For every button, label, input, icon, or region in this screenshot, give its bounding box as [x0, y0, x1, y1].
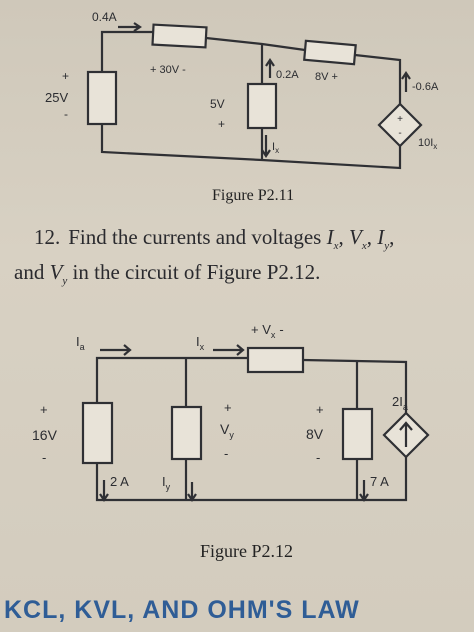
- p2-11-label-10ix: 10Ix: [418, 137, 437, 151]
- problem-12-line2: and Vy in the circuit of Figure P2.12.: [14, 260, 321, 288]
- p2-11-left-wire: [100, 30, 153, 72]
- p2-12-arrow-2a: [99, 480, 109, 502]
- p2-11-label-25v: 25V: [45, 90, 68, 105]
- p2-11-arrow-02: [265, 58, 275, 78]
- p2-11-plus-25: +: [62, 69, 69, 83]
- p2-11-label-02a: 0.2A: [276, 69, 299, 81]
- p2-12-arrow-iy: [187, 482, 197, 502]
- p2-11-caption: Figure P2.11: [212, 187, 294, 204]
- p2-11-resistor-left: [86, 70, 118, 126]
- p2-12-label-2ia: 2Ia: [392, 394, 408, 412]
- p2-11-label-ix: Ix: [272, 141, 279, 155]
- p2-11-top-right-wire: [354, 53, 402, 104]
- p2-11-resistor-middle: [246, 82, 278, 130]
- p2-12-label-iy: Iy: [162, 474, 171, 492]
- p2-11-arrow-top: [118, 22, 142, 32]
- p2-11-label-5v: 5V: [210, 97, 225, 111]
- p2-11-minus-25: -: [64, 107, 68, 121]
- p2-12-resistor-16v: [81, 401, 114, 465]
- p2-12-src-arrow: [399, 421, 413, 447]
- p2-12-minus-8: -: [316, 450, 320, 465]
- p2-11-plus-5: +: [218, 117, 225, 131]
- problem-12-line1: 12.Find the currents and voltages Ix, Vx…: [34, 225, 395, 253]
- p2-12-arrow-7a: [359, 480, 369, 502]
- p2-11-src-plus: +: [397, 114, 403, 125]
- p2-12-label-8v: 8V: [306, 426, 324, 442]
- p2-12-resistor-8v: [341, 407, 374, 461]
- p2-12-label-2a: 2 A: [110, 474, 129, 489]
- problem-12-text: 12.Find the currents and voltages Ix, Vx…: [14, 224, 464, 294]
- figure-p2-11: + - 0.4A + 30V - 0.2A 8V + -0.6A + 25V -…: [45, 10, 439, 204]
- p2-12-label-ia: Ia: [76, 334, 85, 352]
- p2-12-arrow-ia: [100, 344, 132, 356]
- problem-number: 12.: [34, 225, 61, 249]
- p2-12-resistor-vx: [246, 346, 305, 374]
- p2-12-minus-vy: -: [224, 446, 228, 461]
- p2-12-plus-16: +: [40, 402, 48, 417]
- p2-11-src-minus: -: [398, 128, 401, 139]
- p2-12-top-wire: [95, 356, 408, 413]
- p2-12-label-ix: Ix: [196, 334, 205, 352]
- p2-11-label-04a: 0.4A: [92, 10, 117, 24]
- chapter-title: KCL, KVL, AND OHM'S LAW: [4, 596, 360, 624]
- p2-11-arrow-06: [401, 71, 411, 92]
- p2-12-minus-16: -: [42, 450, 46, 465]
- p2-12-label-7a: 7 A: [370, 474, 389, 489]
- p2-12-plus-vy: +: [224, 400, 232, 415]
- p2-11-resistor-top: [151, 23, 208, 49]
- p2-11-arrow-ix: [261, 135, 271, 158]
- p2-12-label-vy: Vy: [220, 421, 234, 440]
- p2-11-label-8v: 8V +: [315, 71, 338, 83]
- p2-12-plus-8: +: [316, 402, 324, 417]
- p2-12-label-16v: 16V: [32, 427, 58, 443]
- p2-11-resistor-right: [303, 39, 357, 66]
- p2-12-label-vx: + Vx-: [251, 322, 284, 340]
- p2-11-label-06a: -0.6A: [412, 81, 439, 93]
- p2-12-bottom-wire: [95, 457, 408, 502]
- p2-11-label-30v: + 30V -: [150, 64, 186, 76]
- p2-12-arrow-ix: [213, 344, 245, 356]
- p2-11-dependent-source: [377, 102, 423, 148]
- p2-12-caption: Figure P2.12: [200, 541, 293, 561]
- p2-12-resistor-vy: [170, 405, 203, 461]
